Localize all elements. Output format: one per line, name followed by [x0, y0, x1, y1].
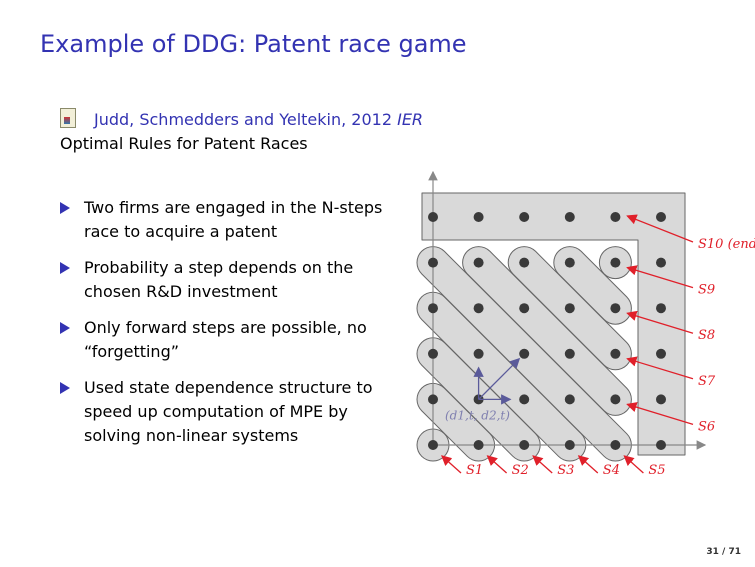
- reference-authors: Judd, Schmedders and Yeltekin, 2012: [94, 110, 398, 129]
- state-dot: [473, 348, 484, 359]
- state-dot: [428, 212, 438, 222]
- state-dot: [519, 212, 530, 222]
- state-dot: [656, 257, 666, 268]
- bullet-text: Only forward steps are possible, no “for…: [84, 318, 367, 361]
- set-arrow: [623, 455, 644, 474]
- state-dot: [610, 440, 621, 450]
- state-dot: [428, 303, 438, 314]
- set-arrow: [626, 356, 694, 380]
- state-dot: [473, 303, 484, 314]
- set-label-s5: S5: [648, 463, 665, 478]
- state-dot: [519, 394, 530, 405]
- set-label-s4: S4: [603, 463, 620, 478]
- bullet-triangle-icon: [60, 202, 70, 214]
- state-dot: [428, 257, 438, 268]
- state-dot: [564, 394, 575, 405]
- set-label-s6: S6: [698, 419, 715, 434]
- state-dot: [564, 212, 575, 222]
- reference: Judd, Schmedders and Yeltekin, 2012 IER: [60, 108, 423, 129]
- state-dot: [519, 257, 530, 268]
- set-label-s10: S10 (end): [698, 237, 755, 252]
- state-dot: [610, 394, 621, 405]
- state-dot: [519, 440, 530, 450]
- state-dot: [473, 440, 484, 450]
- state-dot: [610, 257, 621, 268]
- bullet-triangle-icon: [60, 322, 70, 334]
- state-dot: [473, 257, 484, 268]
- state-dot: [428, 394, 438, 405]
- state-dot: [656, 394, 666, 405]
- bullet-text: Used state dependence structure to speed…: [84, 378, 373, 445]
- page-title: Example of DDG: Patent race game: [40, 30, 467, 58]
- state-label: (d1,t, d2,t): [445, 408, 510, 422]
- set-label-s1: S1: [466, 463, 483, 478]
- set-arrow: [577, 455, 599, 474]
- set-label-s3: S3: [557, 463, 574, 478]
- bullet-item: Two firms are engaged in the N-steps rac…: [60, 196, 400, 244]
- reference-title: Optimal Rules for Patent Races: [60, 134, 308, 153]
- set-arrow: [626, 214, 694, 243]
- state-dot: [610, 212, 621, 222]
- bullet-item: Used state dependence structure to speed…: [60, 376, 400, 448]
- set-arrow: [626, 402, 694, 426]
- bullet-item: Only forward steps are possible, no “for…: [60, 316, 400, 364]
- bullet-triangle-icon: [60, 262, 70, 274]
- set-arrow: [532, 455, 553, 474]
- set-label-s2: S2: [512, 463, 529, 478]
- set-s8-region: [554, 247, 631, 324]
- state-dot: [519, 348, 530, 359]
- bullet-text: Two firms are engaged in the N-steps rac…: [84, 198, 383, 241]
- set-label-s7: S7: [698, 374, 716, 389]
- transition-arrow: [478, 357, 521, 400]
- state-dot: [473, 212, 484, 222]
- state-dot: [428, 440, 438, 450]
- document-icon: [60, 108, 76, 128]
- bullet-item: Probability a step depends on the chosen…: [60, 256, 400, 304]
- set-label-s8: S8: [698, 328, 715, 343]
- set-s6-region: [463, 247, 631, 415]
- state-dot: [564, 303, 575, 314]
- state-dot: [656, 348, 666, 359]
- state-dot: [610, 303, 621, 314]
- state-dot: [656, 303, 666, 314]
- state-dot: [428, 348, 438, 359]
- set-arrow: [441, 455, 462, 474]
- state-dot: [610, 348, 621, 359]
- set-arrow: [626, 310, 694, 334]
- bullet-text: Probability a step depends on the chosen…: [84, 258, 354, 301]
- bullet-triangle-icon: [60, 382, 70, 394]
- set-arrow: [486, 455, 508, 474]
- set-label-s9: S9: [698, 283, 715, 298]
- set-s2-region: [417, 383, 495, 461]
- state-dot: [564, 440, 575, 450]
- page-number: 31 / 71: [706, 547, 741, 557]
- reference-journal: IER: [397, 110, 424, 129]
- set-arrow: [626, 265, 694, 289]
- bullet-list: Two firms are engaged in the N-steps rac…: [60, 196, 400, 460]
- state-dot: [519, 303, 530, 314]
- state-dot: [564, 348, 575, 359]
- state-dot: [656, 212, 666, 222]
- state-dot: [656, 440, 666, 450]
- state-dot: [564, 257, 575, 268]
